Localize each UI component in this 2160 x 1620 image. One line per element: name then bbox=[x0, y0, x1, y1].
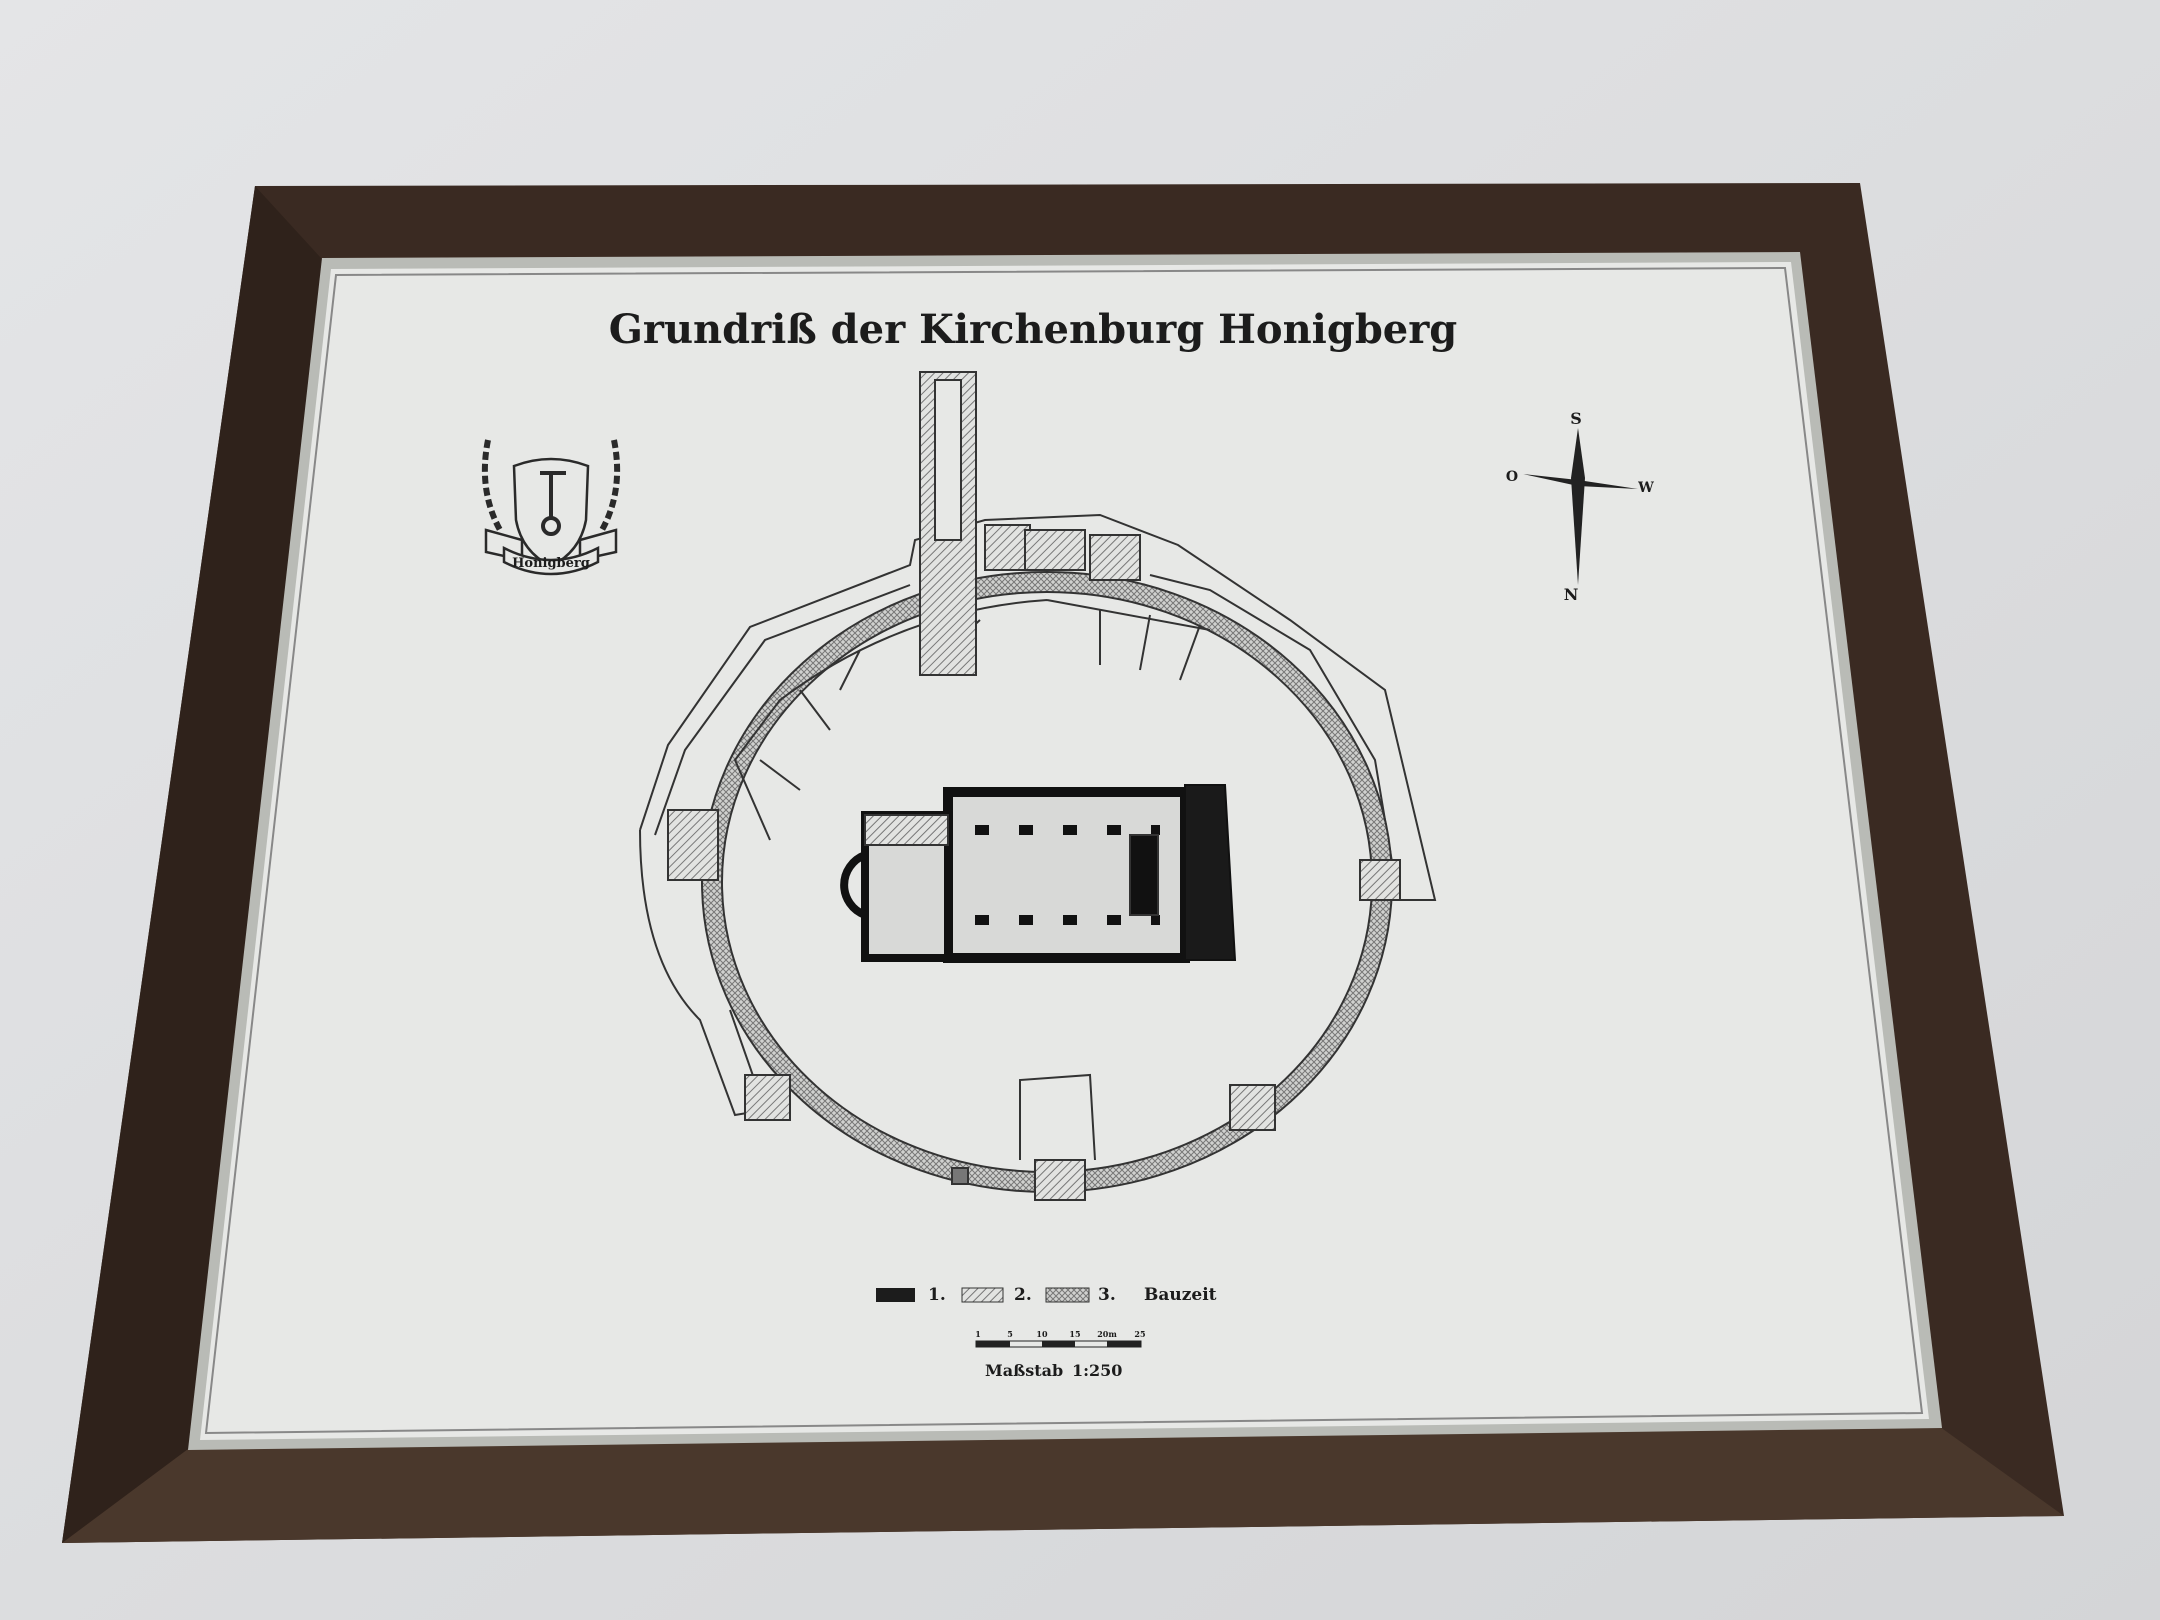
scale-ratio: 1:250 bbox=[1072, 1361, 1122, 1380]
legend-label-2: 2. bbox=[1014, 1285, 1032, 1305]
legend-label-3: 3. bbox=[1098, 1285, 1116, 1305]
scale-tick-15: 15 bbox=[1069, 1329, 1080, 1339]
outer-curtain-wall bbox=[639, 513, 1437, 901]
scale-tick-5: 5 bbox=[1007, 1329, 1013, 1339]
apse bbox=[840, 851, 867, 919]
compass-east-label: O bbox=[1506, 469, 1518, 485]
crest-banner-text: Honigberg bbox=[512, 556, 590, 571]
scale-bar: 1 5 10 15 20m 25 bbox=[975, 1329, 1146, 1348]
legend-swatch-crosshatched bbox=[1045, 1287, 1090, 1303]
scale-tick-25: 25 bbox=[1134, 1329, 1145, 1339]
scale-tick-1: 1 bbox=[975, 1329, 981, 1339]
frame-bottom-bevel bbox=[62, 1419, 2064, 1543]
compass-south-label: S bbox=[1570, 409, 1582, 428]
plan-title: Grundriß der Kirchenburg Honigberg bbox=[609, 306, 1458, 353]
legend-swatch-hatched bbox=[961, 1287, 1004, 1303]
scale-tick-10: 10 bbox=[1036, 1329, 1048, 1339]
scale-tick-20: 20m bbox=[1097, 1329, 1117, 1339]
compass-rose-icon bbox=[1523, 428, 1638, 585]
legend-caption: Bauzeit bbox=[1144, 1285, 1217, 1305]
east-tower bbox=[1184, 784, 1237, 961]
legend-label-1: 1. bbox=[928, 1285, 946, 1305]
legend-swatch-solid bbox=[876, 1288, 915, 1302]
castle-floor-plan bbox=[639, 371, 1437, 1201]
paper-border-line bbox=[204, 266, 1924, 1435]
legend: 1. 2. 3. Bauzeit bbox=[876, 1285, 1217, 1305]
frame-left-bevel bbox=[62, 186, 331, 1543]
compass-west-label: W bbox=[1637, 480, 1654, 496]
honigberg-crest bbox=[481, 439, 621, 576]
scale-label: Maßstab bbox=[985, 1361, 1063, 1380]
compass-north-label: N bbox=[1564, 585, 1579, 604]
